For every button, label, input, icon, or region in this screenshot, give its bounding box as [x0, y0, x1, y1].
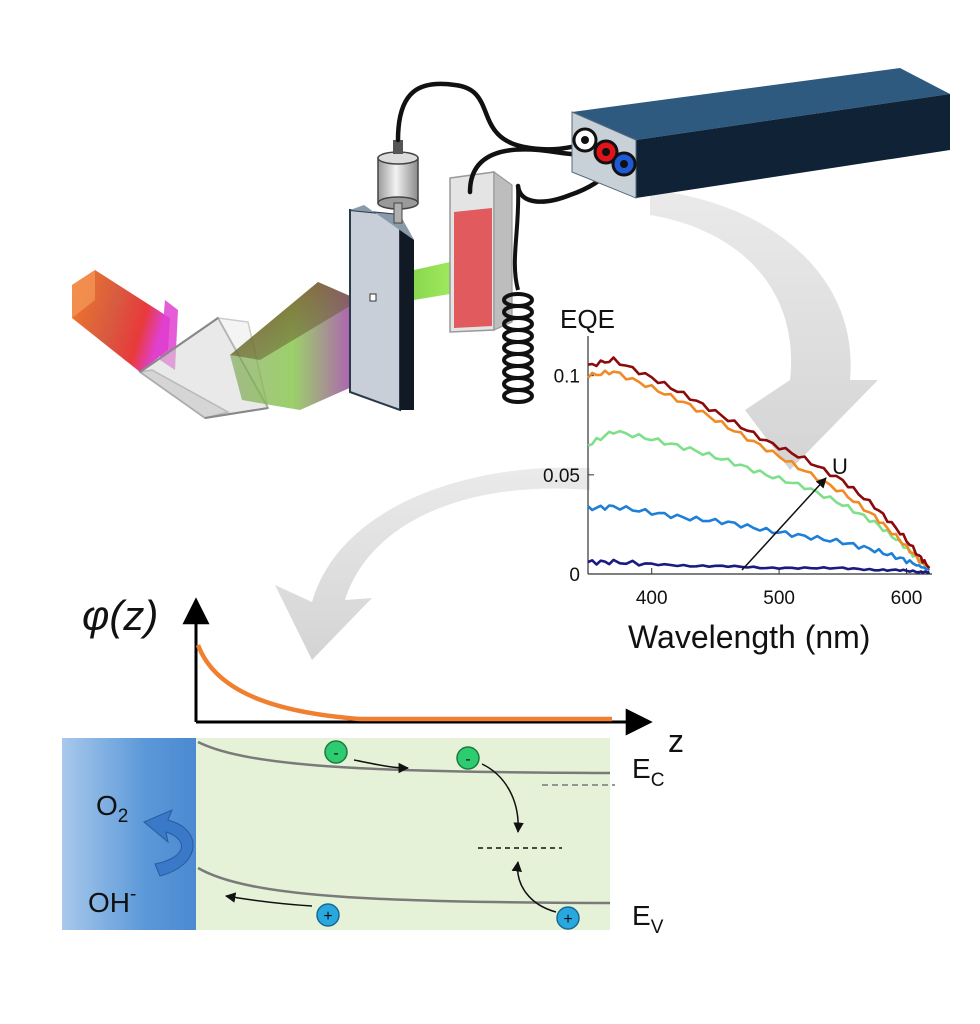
terminal-blue: [611, 151, 637, 177]
chopper-motor: [377, 140, 419, 224]
y-tick-label: 0.05: [543, 466, 580, 487]
svg-text:+: +: [323, 908, 332, 925]
ec-label: EC: [632, 753, 664, 791]
chart-tick-labels: 400 500 600 0 0.05 0.1: [543, 367, 922, 609]
voltage-label: U: [832, 454, 848, 479]
oxidation-arrow: [143, 809, 194, 877]
x-tick-label: 500: [763, 588, 795, 609]
hole-trap-arrow: [511, 860, 557, 913]
eqe-series-4: [587, 369, 931, 570]
conduction-band-edge: [197, 740, 611, 775]
x-axis-label: Wavelength (nm): [628, 619, 870, 655]
eqe-series-5: [587, 356, 931, 570]
increasing-voltage-arrow: [741, 477, 827, 571]
potentiostat-box: [571, 68, 950, 199]
eqe-series-2: [587, 504, 931, 572]
electron-trap-arrow: [481, 763, 524, 834]
y-tick-label: 0.1: [554, 367, 580, 388]
svg-text:+: +: [563, 911, 572, 928]
chart-axes: [587, 336, 932, 575]
flow-arrow-box-to-chart: [650, 190, 878, 470]
oh-label: OH-: [88, 884, 136, 918]
x-tick-label: 600: [891, 588, 923, 609]
electron-2: -: [456, 746, 480, 770]
potential-curve: [195, 644, 612, 722]
band-diagram: φ(z) z EC EV O2 OH- - -: [62, 592, 684, 938]
x-tick-label: 400: [636, 588, 668, 609]
electron-drift-arrow: [353, 759, 410, 774]
ev-label: EV: [632, 900, 664, 938]
valence-band-edge: [197, 866, 611, 905]
sample-cell: [449, 170, 513, 333]
terminal-white: [572, 127, 598, 153]
electron-1: -: [324, 740, 348, 764]
eqe-series-1: [587, 558, 930, 574]
svg-text:-: -: [465, 751, 470, 768]
hole-1: +: [316, 903, 340, 927]
y-tick-label: 0: [569, 565, 580, 586]
phi-axis-label: φ(z): [82, 592, 158, 639]
hole-drift-arrow: [224, 892, 313, 907]
chart-series-group: [587, 356, 931, 574]
flow-arrow-chart-to-band: [275, 467, 590, 660]
hole-2: +: [556, 906, 580, 930]
svg-text:-: -: [333, 745, 338, 762]
monochromator-slit-plate: [349, 205, 414, 412]
terminal-red: [593, 139, 619, 165]
reference-electrode-coil: [502, 184, 534, 404]
o2-label: O2: [96, 790, 128, 827]
y-axis-label: EQE: [560, 304, 615, 334]
z-axis-label: z: [668, 723, 684, 759]
eqe-chart: EQE 400 500 600 0 0.05 0.1 U Wavelength (nm): [543, 304, 932, 655]
eqe-series-3: [587, 429, 931, 569]
